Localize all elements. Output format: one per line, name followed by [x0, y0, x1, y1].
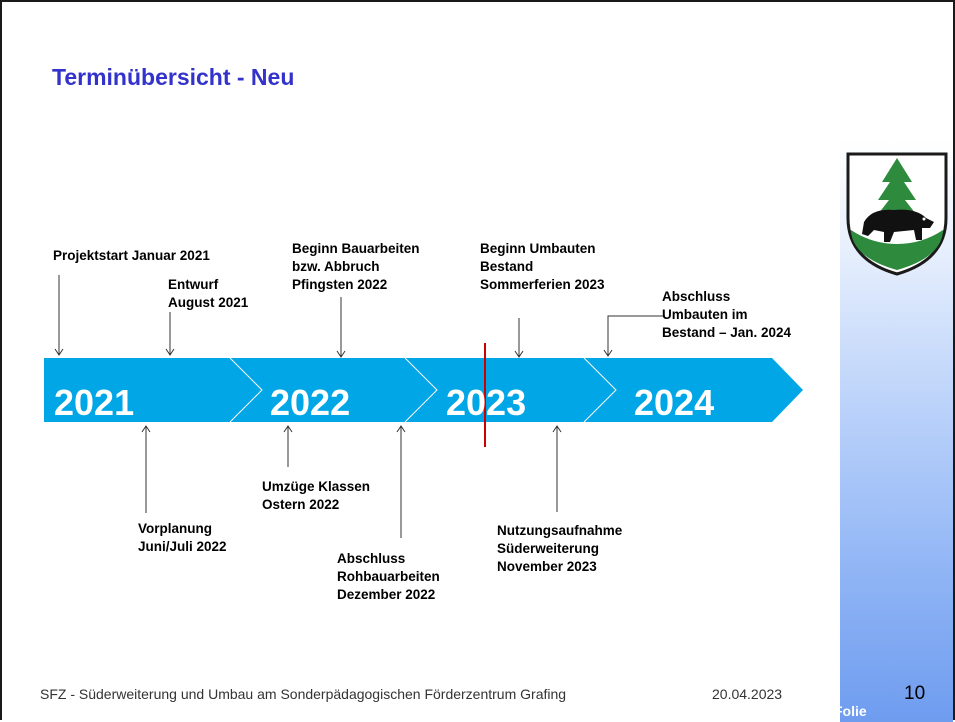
- milestone-projektstart: Projektstart Januar 2021: [53, 248, 210, 263]
- year-label-2024: 2024: [634, 382, 715, 423]
- milestone-entwurf: Entwurf August 2021: [168, 277, 249, 310]
- footer-text: SFZ - Süderweiterung und Umbau am Sonder…: [40, 686, 567, 702]
- milestone-vorplanung: Vorplanung Juni/Juli 2022: [138, 521, 227, 554]
- folie-label: Folie: [834, 703, 867, 719]
- footer-date: 20.04.2023: [712, 686, 783, 702]
- milestone-abschluss-rohbau: Abschluss Rohbauarbeiten Dezember 2022: [337, 551, 440, 602]
- year-label-2023: 2023: [446, 382, 527, 423]
- year-label-2022: 2022: [270, 382, 351, 423]
- milestone-beginn-bauarbeiten: Beginn Bauarbeiten bzw. Abbruch Pfingste…: [292, 241, 420, 292]
- coat-of-arms-boar-tree-icon: [846, 152, 948, 276]
- milestone-nutzungsaufnahme: Nutzungsaufnahme Süderweiterung November…: [497, 523, 623, 574]
- chevron-divider: [583, 357, 617, 423]
- slide-number: 10: [904, 683, 926, 704]
- milestone-abschluss-umbauten: Abschluss Umbauten im Bestand – Jan. 202…: [662, 289, 792, 340]
- year-label-2021: 2021: [54, 382, 135, 423]
- chevron-divider: [229, 357, 263, 423]
- milestone-beginn-umbauten: Beginn Umbauten Bestand Sommerferien 202…: [480, 241, 605, 292]
- chevron-divider: [404, 357, 438, 423]
- slide-title: Terminübersicht - Neu: [52, 64, 295, 90]
- milestone-umzuege-klassen: Umzüge Klassen Ostern 2022: [262, 479, 371, 512]
- timeline-arrow-body: [44, 358, 803, 422]
